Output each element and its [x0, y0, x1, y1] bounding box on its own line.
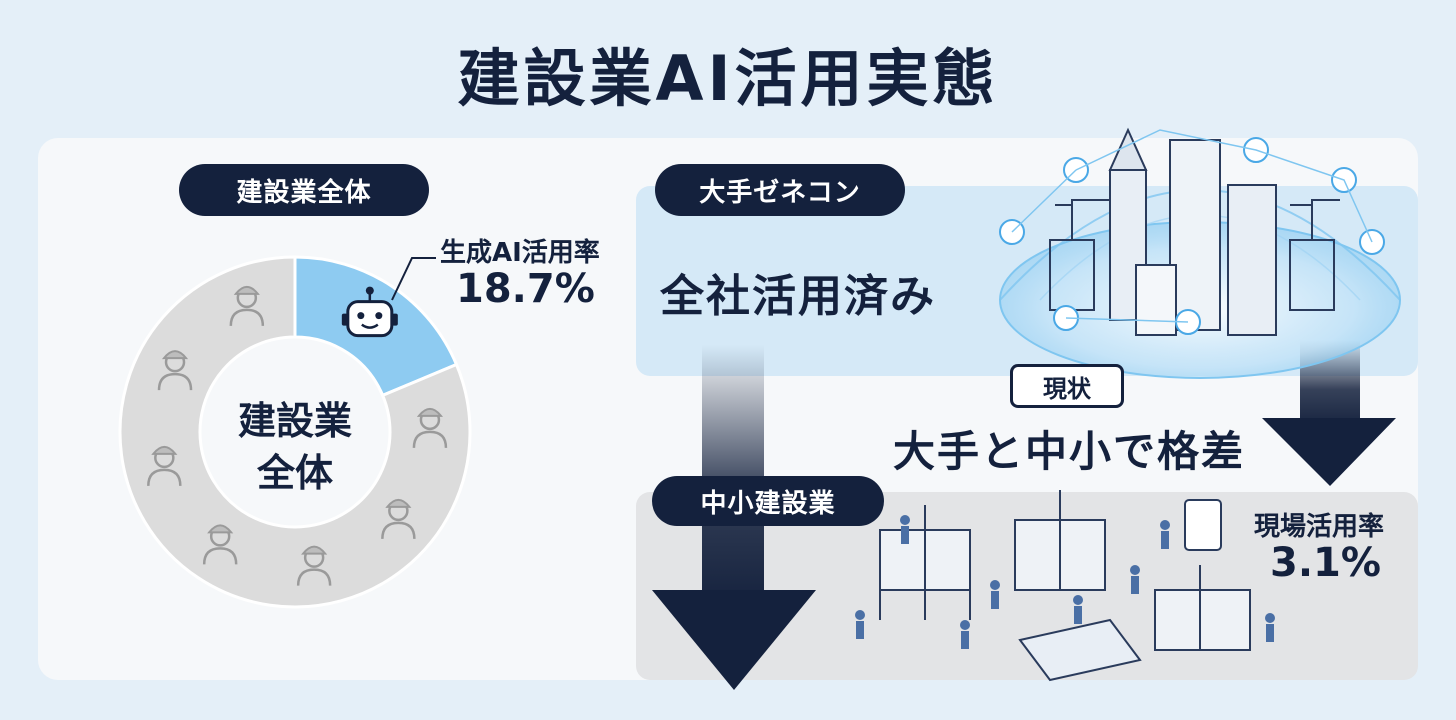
donut-slice-remainder: [118, 255, 472, 609]
small-contractor-header: 中小建設業: [652, 476, 884, 526]
current-status-badge: 現状: [1010, 364, 1124, 408]
vr-headset-worker-icon: [296, 545, 332, 586]
blueprint-icon: [157, 350, 193, 391]
construction-site-workers-illustration: [855, 490, 1275, 682]
site-usage-rate-label: 現場活用率: [1254, 512, 1385, 542]
large-contractor-status: 全社活用済み: [660, 271, 936, 322]
donut-center-label: 建設業 全体: [215, 395, 375, 499]
donut-center-line2: 全体: [256, 451, 333, 495]
businessman-icon: [229, 285, 265, 326]
worker-icon: [381, 498, 416, 539]
mechanic-wrench-icon: [202, 524, 238, 565]
smart-city-network-illustration: [999, 127, 1401, 379]
page-title: 建設業AI活用実態: [457, 42, 999, 115]
generative-ai-rate-value: 18.7%: [456, 266, 595, 312]
rate-leader-line: [391, 257, 436, 301]
gap-statement: 大手と中小で格差: [893, 427, 1246, 476]
robot-icon: [341, 286, 398, 338]
generative-ai-rate-label: 生成AI活用率: [440, 238, 600, 268]
site-usage-rate-value: 3.1%: [1270, 540, 1381, 586]
large-contractor-header: 大手ゼネコン: [655, 164, 905, 216]
overall-header: 建設業全体: [179, 164, 429, 216]
ai-gear-icon: [147, 445, 182, 486]
donut-center-line1: 建設業: [237, 399, 352, 443]
building-icon: [412, 407, 448, 448]
